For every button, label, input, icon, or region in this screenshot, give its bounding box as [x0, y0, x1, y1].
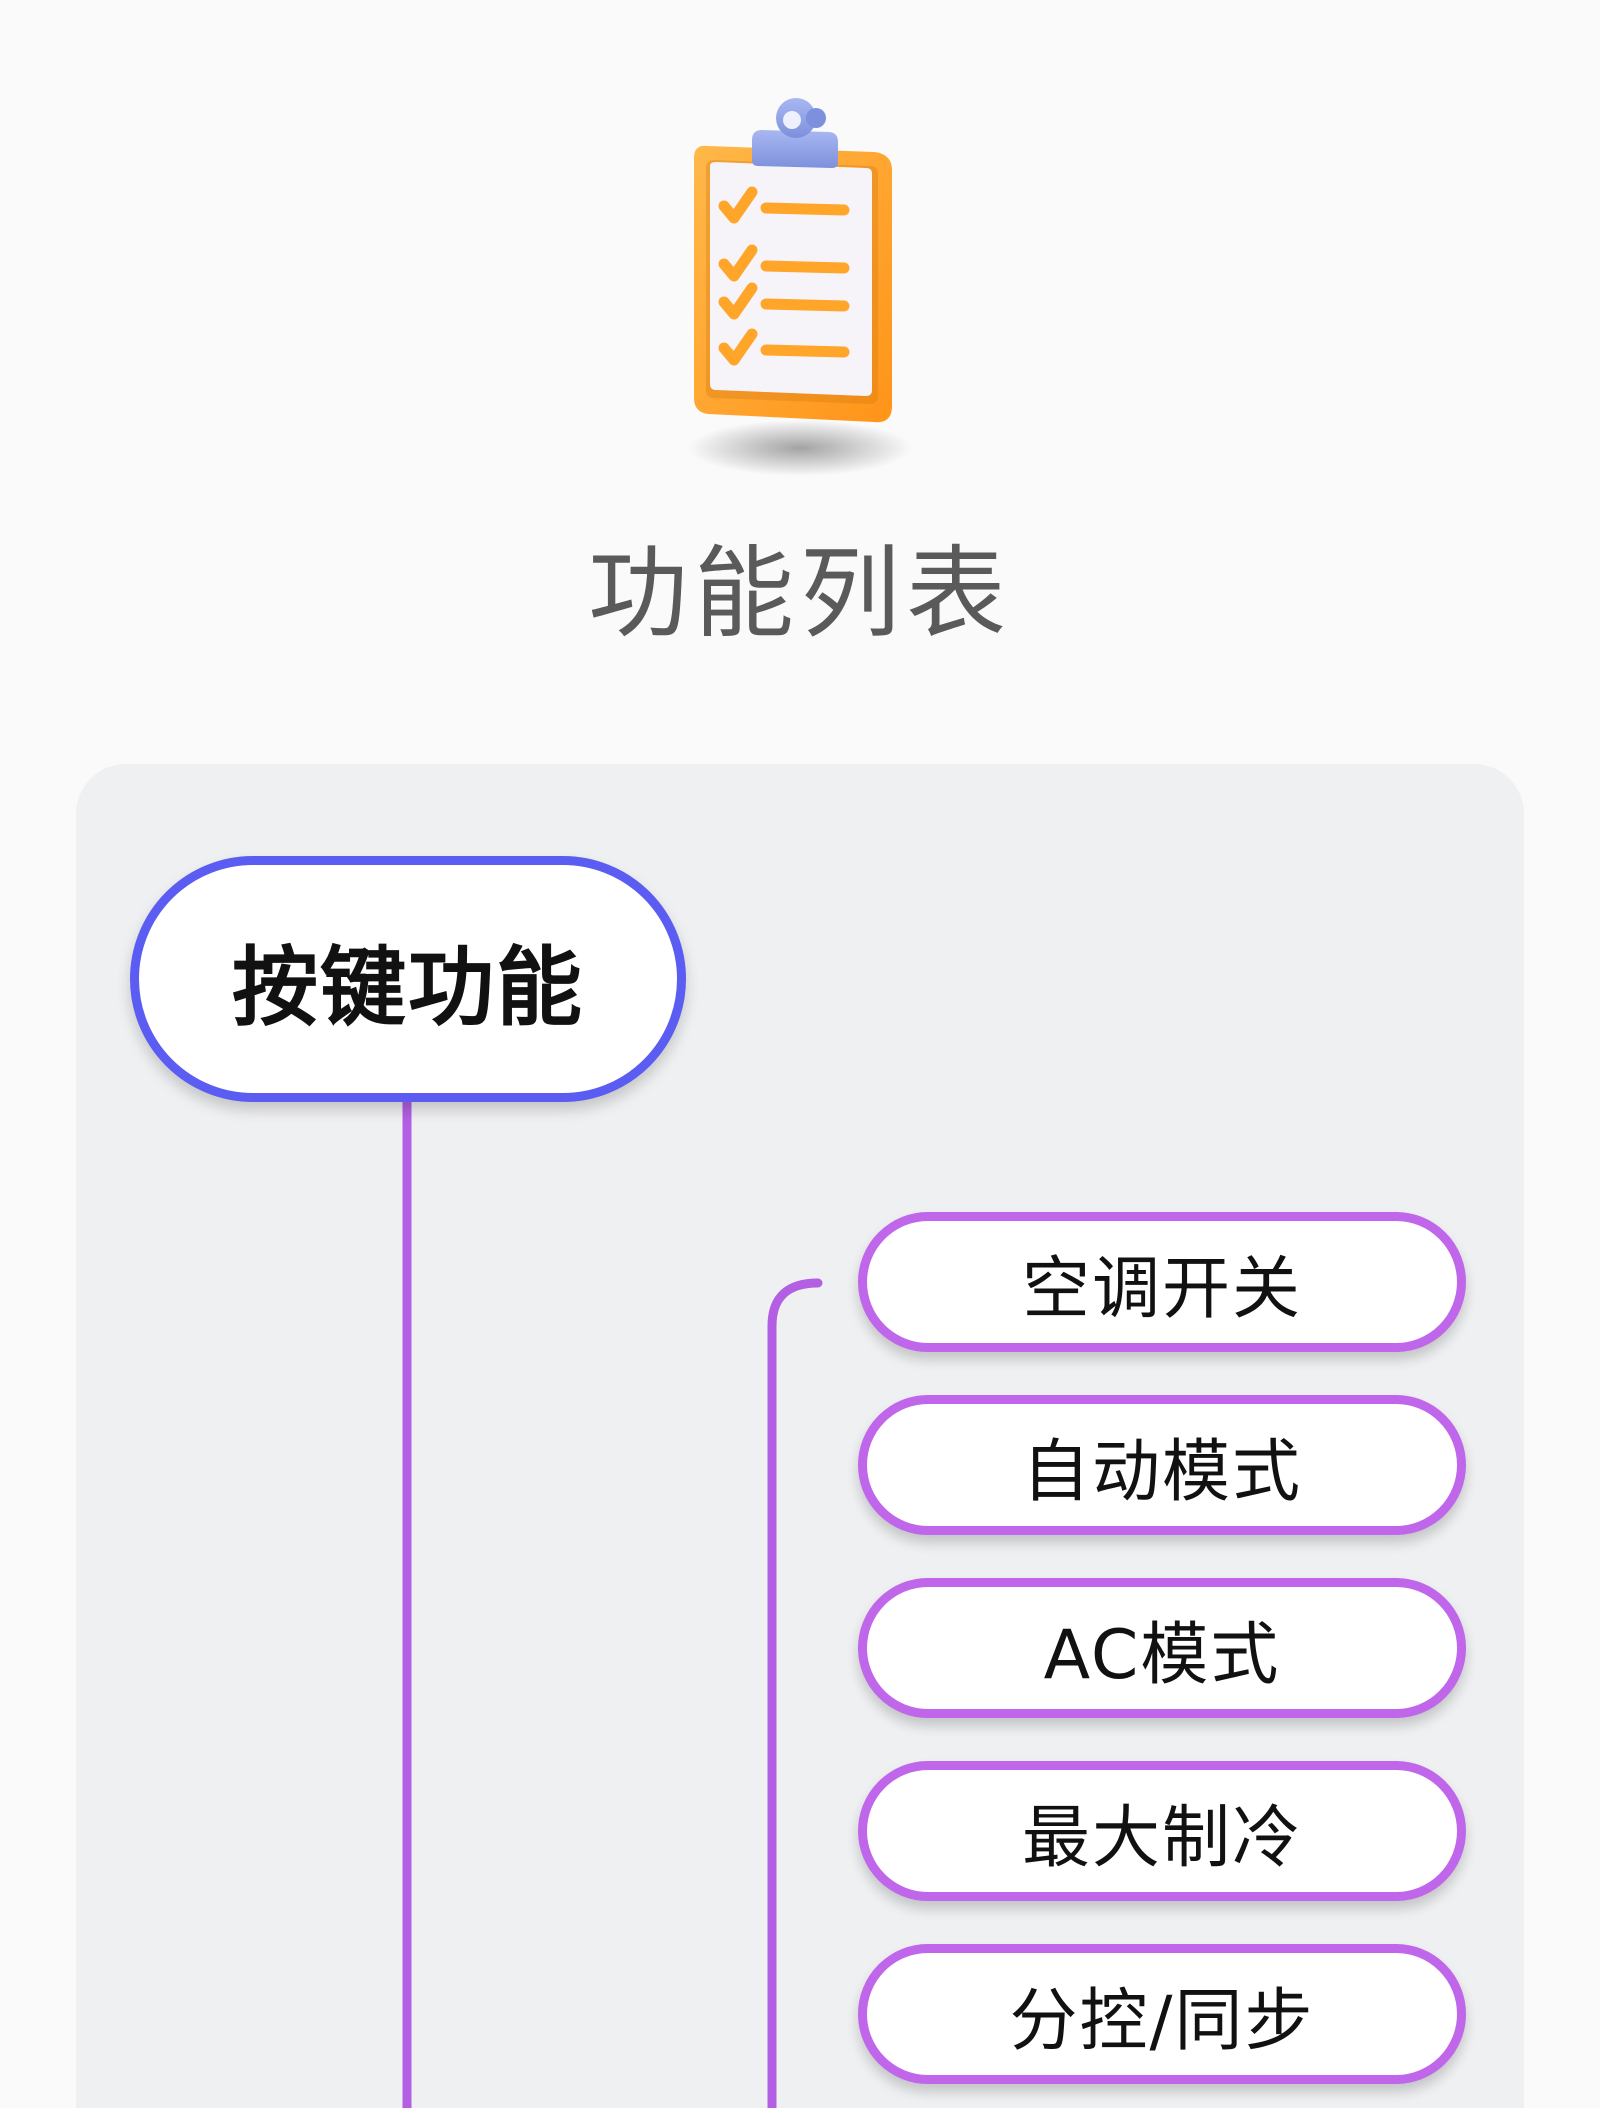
page-title: 功能列表 — [588, 535, 1012, 652]
child-node-max-cooling: 最大制冷 — [858, 1761, 1466, 1901]
child-node-split-sync: 分控/同步 — [858, 1944, 1466, 2084]
root-node-key-functions: 按键功能 — [130, 856, 686, 1102]
child-node-ac-mode: AC模式 — [858, 1578, 1466, 1718]
child-node-auto-mode: 自动模式 — [858, 1395, 1466, 1535]
child-node-ac-power: 空调开关 — [858, 1212, 1466, 1352]
clipboard-checklist-icon — [688, 98, 912, 476]
